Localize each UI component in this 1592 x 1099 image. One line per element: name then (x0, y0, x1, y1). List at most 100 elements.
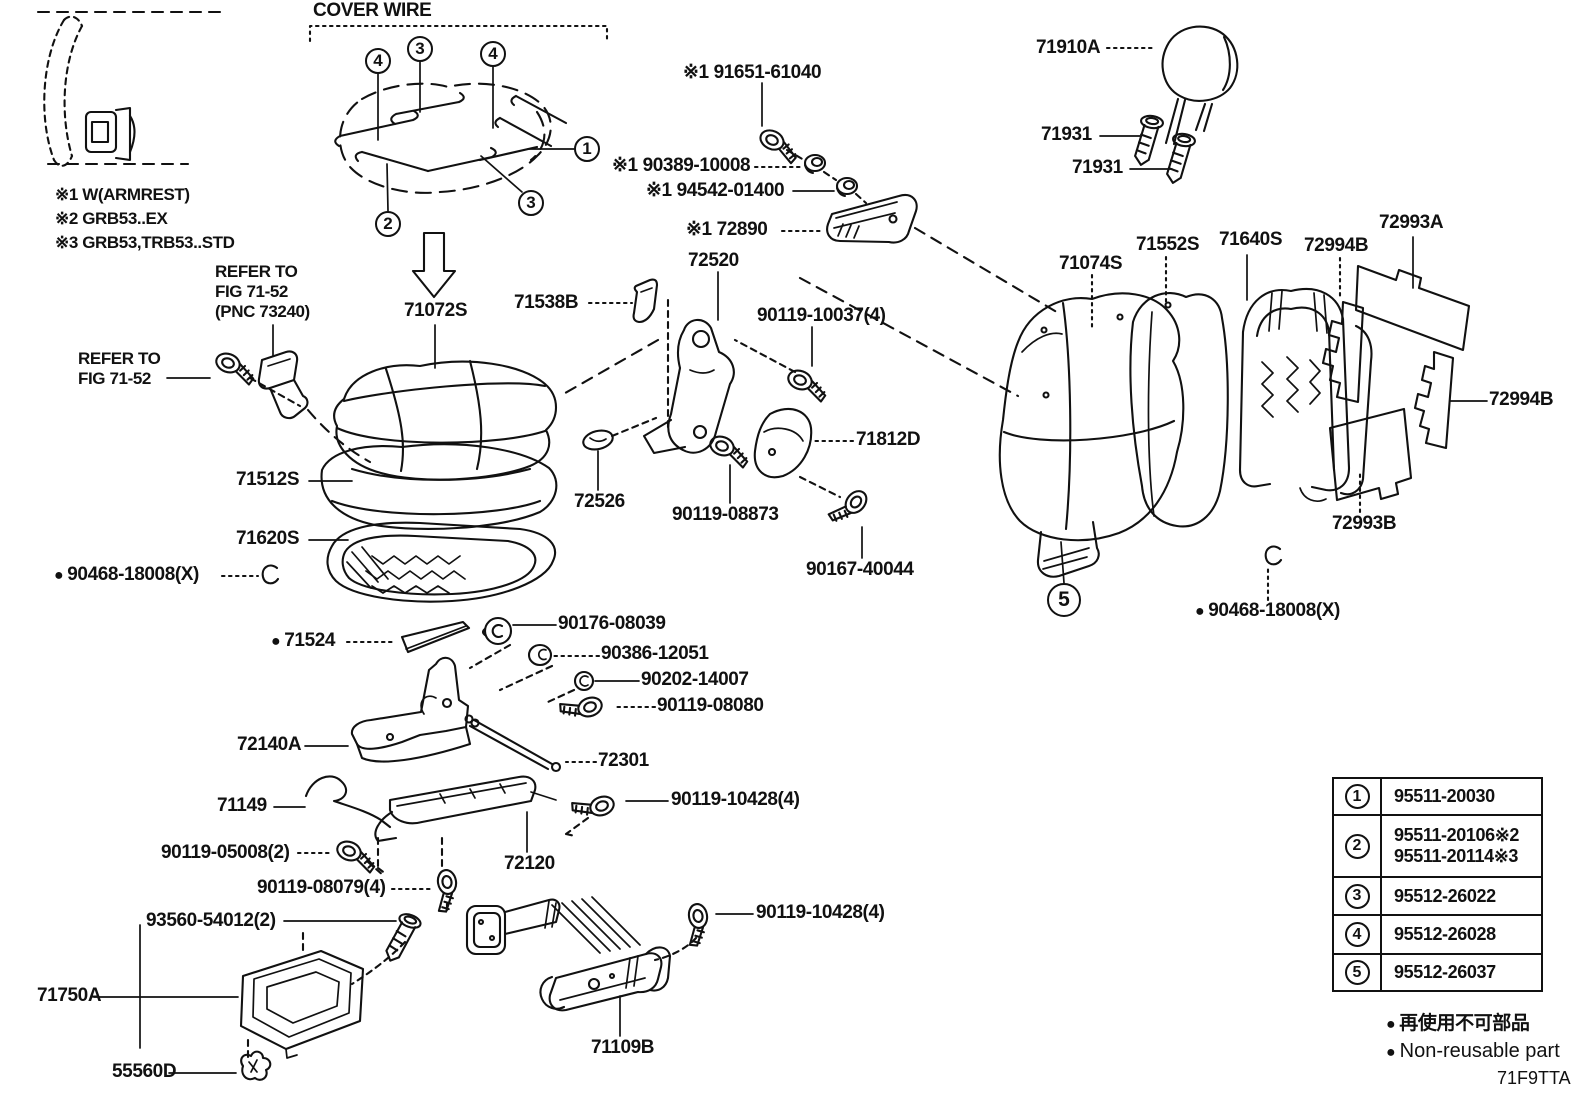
part-label-90119-08079: 90119-08079(4) (257, 877, 386, 898)
row-number-badge: 4 (1344, 922, 1370, 947)
part-label-72993B: 72993B (1332, 513, 1397, 534)
part-label-90119-08080: 90119-08080 (657, 695, 764, 716)
row-code: 95512-26037 (1394, 962, 1496, 982)
row-code: 95511-20106※2 (1394, 825, 1520, 845)
back-board-72993A (1354, 236, 1471, 352)
part-label-72140A: 72140A (237, 734, 302, 755)
crossmember-71109B (465, 896, 672, 1037)
fasteners-recliner (705, 326, 872, 559)
wire-71149 (273, 775, 392, 829)
legend-non-reusable-jp: ●再使用不可部品 (1386, 1013, 1530, 1034)
row-code: 95511-20114※3 (1394, 846, 1519, 866)
part-label-72301: 72301 (598, 750, 649, 771)
part-label-91651-61040: ※1 91651-61040 (683, 62, 822, 83)
assembly-arrow-icon (411, 231, 457, 299)
clip-72526 (582, 416, 658, 491)
part-label-71524: ●71524 (271, 630, 336, 651)
row-number-badge: 1 (1344, 784, 1370, 809)
part-label-71072S: 71072S (404, 300, 468, 321)
shield-71812D (753, 408, 855, 479)
non-reusable-dot-icon: ● (1386, 1016, 1396, 1033)
part-label-71931-a: 71931 (1041, 124, 1092, 145)
callout-3-lower: 3 (518, 190, 544, 216)
table-row: 1 95511-20030 (1334, 779, 1541, 814)
part-label-71750A: 71750A (37, 985, 102, 1006)
callout-1: 1 (574, 136, 600, 162)
cover-wire-title: COVER WIRE (313, 0, 432, 21)
part-label-90119-10428-a: 90119-10428(4) (671, 789, 800, 810)
part-label-93560-54012: 93560-54012(2) (146, 910, 276, 931)
hog-ring-hooks (220, 545, 1283, 602)
non-reusable-dot-icon: ● (1386, 1044, 1396, 1061)
part-label-90386-12051: 90386-12051 (601, 643, 709, 664)
cable-72301 (464, 714, 598, 773)
part-label-71640S: 71640S (1219, 229, 1283, 250)
table-row: 4 95512-26028 (1334, 914, 1541, 953)
fasteners-upper (753, 82, 868, 205)
part-label-90167-40044: 90167-40044 (806, 559, 914, 580)
part-label-94542-01400: ※1 94542-01400 (646, 180, 785, 201)
part-label-72520: 72520 (688, 250, 739, 271)
row-number-badge: 2 (1344, 833, 1370, 859)
fasteners-track (468, 616, 657, 727)
refer-pnc-line2: FIG 71-52 (215, 282, 288, 301)
part-label-72994B-a: 72994B (1304, 235, 1369, 256)
part-label-72994B-b: 72994B (1489, 389, 1554, 410)
callout-3-top: 3 (407, 36, 433, 62)
part-label-71109B: 71109B (591, 1037, 655, 1058)
part-label-72120: 72120 (504, 853, 555, 874)
part-code-table: 1 95511-20030 2 95511-20106※2 95511-2011… (1332, 777, 1543, 992)
table-row: 2 95511-20106※2 95511-20114※3 (1334, 814, 1541, 876)
part-label-90389-10008: ※1 90389-10008 (612, 155, 751, 176)
pad-71524 (345, 620, 471, 654)
assembly-dash-lower (798, 276, 1020, 398)
clip-55560D (168, 1050, 272, 1081)
tray-71750A (93, 924, 365, 1062)
part-label-90119-05008: 90119-05008(2) (161, 842, 290, 863)
clip-71538B (587, 278, 670, 430)
refer-fig-line2: FIG 71-52 (78, 369, 151, 388)
part-label-90468-left: ●90468-18008(X) (54, 564, 199, 585)
refer-pnc-line3: (PNC 73240) (215, 302, 310, 321)
headrest-71910A (1099, 25, 1239, 187)
belt-anchor-reference (166, 324, 372, 464)
note-armrest: ※1 W(ARMREST) (55, 185, 190, 204)
non-reusable-dot-icon: ● (271, 633, 281, 650)
non-reusable-dot-icon: ● (1195, 603, 1205, 620)
note-grb53-ex: ※2 GRB53..EX (55, 209, 168, 228)
seatback-pad-71552S (1129, 255, 1229, 528)
legend-non-reusable-en: ●Non-reusable part (1386, 1040, 1560, 1062)
seatback-frame-71640S (1238, 254, 1373, 502)
cover-wire-group (308, 24, 609, 212)
part-label-71812D: 71812D (856, 429, 921, 450)
refer-pnc-line1: REFER TO (215, 262, 298, 281)
row-number-badge: 5 (1344, 960, 1370, 985)
refer-fig-line1: REFER TO (78, 349, 161, 368)
row-code: 95512-26028 (1394, 924, 1496, 944)
back-board-72993B (1328, 407, 1413, 514)
row-number-badge: 3 (1344, 883, 1370, 909)
part-label-90202-14007: 90202-14007 (641, 669, 749, 690)
part-label-72526: 72526 (574, 491, 625, 512)
non-reusable-dot-icon: ● (54, 567, 64, 584)
callout-4-right: 4 (480, 41, 506, 67)
row-code: 95512-26022 (1394, 885, 1496, 906)
part-label-90468-right: ●90468-18008(X) (1195, 600, 1340, 621)
part-label-71512S: 71512S (236, 469, 300, 490)
seatback-cover-71074S (998, 273, 1185, 584)
part-label-71910A: 71910A (1036, 37, 1101, 58)
drawing-code: 71F9TTA (1497, 1068, 1571, 1088)
part-label-71552S: 71552S (1136, 234, 1200, 255)
part-label-55560D: 55560D (112, 1061, 177, 1082)
note-grb53-std: ※3 GRB53,TRB53..STD (55, 233, 235, 252)
fasteners-rails (283, 788, 754, 986)
part-label-72890: ※1 72890 (686, 219, 768, 240)
bracket-72140A (304, 656, 472, 763)
part-label-71931-b: 71931 (1072, 157, 1123, 178)
armrest-base-72890 (780, 194, 918, 244)
armrest-reference-drawing (36, 10, 228, 167)
part-label-71074S: 71074S (1059, 253, 1123, 274)
part-label-90119-10428-b: 90119-10428(4) (756, 902, 885, 923)
